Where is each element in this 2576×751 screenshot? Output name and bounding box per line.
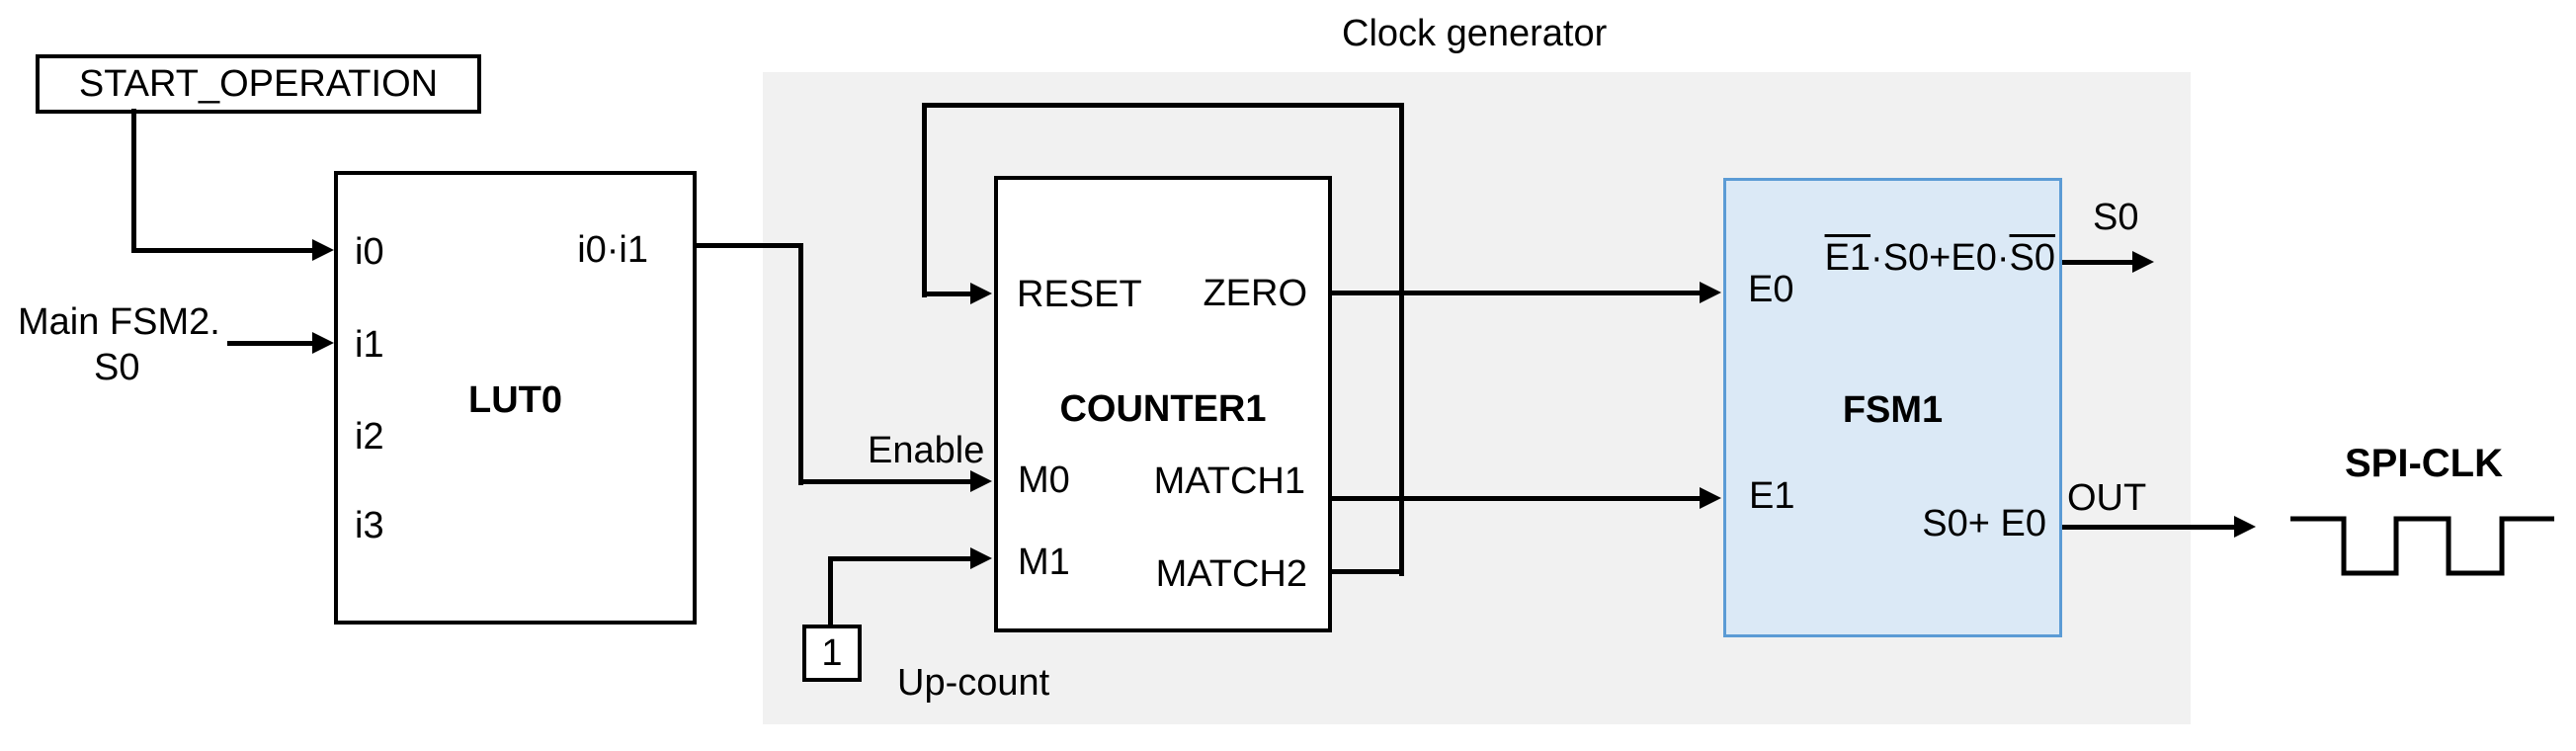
constant-one-box: 1 bbox=[802, 625, 862, 682]
wire-out-to-spiclk bbox=[2062, 525, 2234, 530]
counter1-block: RESET ZERO COUNTER1 M0 MATCH1 M1 MATCH2 bbox=[994, 176, 1332, 632]
wire-zero-to-e0 bbox=[1332, 291, 1700, 295]
wire-feedback-top bbox=[922, 103, 1404, 108]
lut0-name: LUT0 bbox=[468, 379, 562, 421]
start-operation-box: START_OPERATION bbox=[36, 54, 481, 114]
fsm1-block: E0 E1·S0+E0·S0 FSM1 E1 S0+ E0 bbox=[1723, 178, 2062, 637]
counter1-port-m1: M1 bbox=[1018, 542, 1070, 583]
wire-feedback-right bbox=[1399, 103, 1404, 576]
counter1-port-match2: MATCH2 bbox=[1155, 553, 1307, 595]
lut0-port-i3: i3 bbox=[355, 505, 384, 546]
wire-one-to-m1 bbox=[828, 556, 972, 561]
lut0-block: i0 i1 i2 i3 LUT0 i0·i1 bbox=[334, 171, 697, 625]
wire-start-to-i0 bbox=[131, 248, 314, 253]
wire-lut-out-drop bbox=[798, 243, 803, 485]
wire-match1-to-e1-arrowhead bbox=[1700, 487, 1721, 509]
spi-clk-label: SPI-CLK bbox=[2345, 442, 2503, 485]
counter1-port-zero: ZERO bbox=[1203, 273, 1307, 314]
wire-lut-out-top bbox=[697, 243, 803, 248]
lut0-port-i0: i0 bbox=[355, 231, 384, 273]
wire-start-drop bbox=[131, 109, 136, 253]
fsm1-s0-expression: E1·S0+E0·S0 bbox=[1824, 237, 2055, 279]
up-count-label: Up-count bbox=[897, 662, 1050, 704]
fsm1-name: FSM1 bbox=[1842, 389, 1944, 431]
lut0-port-i1: i1 bbox=[355, 324, 384, 366]
wire-one-to-m1-arrowhead bbox=[970, 547, 992, 569]
start-operation-label: START_OPERATION bbox=[78, 62, 439, 105]
wire-feedback-to-reset-arrowhead bbox=[970, 283, 992, 304]
enable-label: Enable bbox=[868, 430, 985, 471]
wire-feedback-left bbox=[922, 103, 927, 297]
s0-output-label: S0 bbox=[2093, 197, 2139, 238]
counter1-port-reset: RESET bbox=[1017, 274, 1142, 315]
fsm1-out-expression: S0+ E0 bbox=[1922, 503, 2046, 544]
wire-enable-to-m0 bbox=[798, 479, 972, 484]
wire-enable-to-m0-arrowhead bbox=[970, 470, 992, 492]
lut0-port-i2: i2 bbox=[355, 416, 384, 458]
wire-feedback-to-reset bbox=[922, 292, 972, 296]
counter1-port-match1: MATCH1 bbox=[1153, 460, 1305, 502]
counter1-port-m0: M0 bbox=[1018, 459, 1070, 501]
spi-clk-waveform-icon bbox=[2290, 516, 2554, 576]
wire-one-stem bbox=[828, 558, 833, 625]
out-label: OUT bbox=[2067, 477, 2147, 519]
wire-mainfsm2-to-i1 bbox=[227, 341, 314, 346]
wire-mainfsm2-to-i1-arrowhead bbox=[312, 332, 334, 354]
fsm1-port-e0: E0 bbox=[1748, 269, 1794, 310]
wire-match2-out bbox=[1332, 569, 1404, 574]
wire-match1-to-e1 bbox=[1332, 496, 1700, 501]
main-fsm2-label-line2: S0 bbox=[94, 347, 140, 388]
lut0-port-output: i0·i1 bbox=[577, 229, 648, 271]
wire-s0-output bbox=[2062, 260, 2132, 265]
main-fsm2-label-line1: Main FSM2. bbox=[18, 301, 220, 343]
region-title: Clock generator bbox=[1342, 13, 1608, 54]
constant-one-label: 1 bbox=[821, 631, 843, 674]
wire-zero-to-e0-arrowhead bbox=[1700, 282, 1721, 303]
fsm1-port-e1: E1 bbox=[1749, 475, 1795, 517]
wire-s0-output-arrowhead bbox=[2132, 251, 2154, 273]
wire-out-to-spiclk-arrowhead bbox=[2234, 516, 2256, 538]
counter1-name: COUNTER1 bbox=[1059, 388, 1267, 430]
wire-start-to-i0-arrowhead bbox=[312, 239, 334, 261]
